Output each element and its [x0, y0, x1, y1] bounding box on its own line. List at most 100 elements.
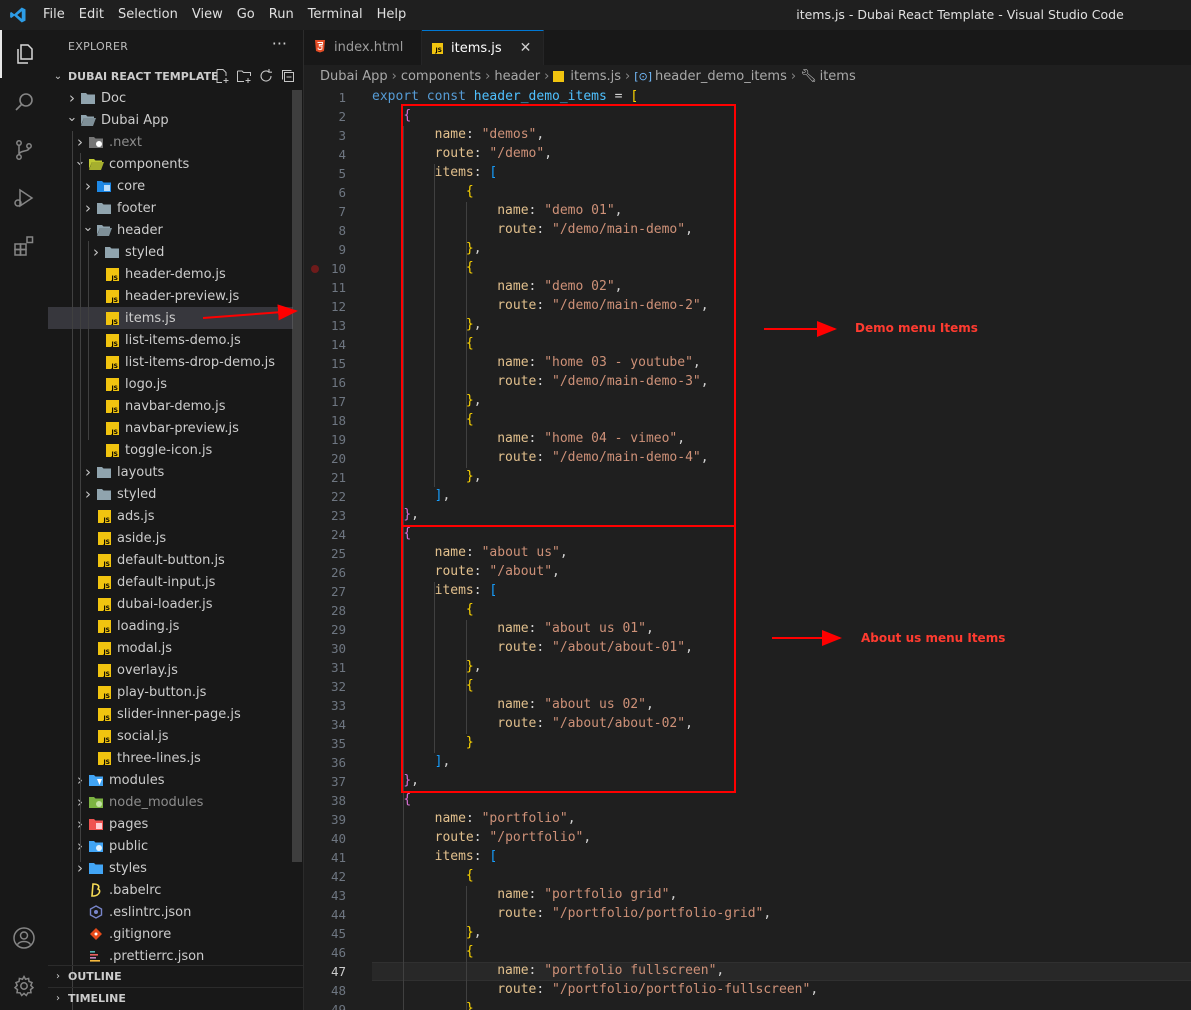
new-folder-icon[interactable]: [236, 68, 252, 88]
sidebar-scrollbar[interactable]: [292, 90, 302, 862]
tree-item[interactable]: ›footer: [48, 197, 293, 219]
code-token: :: [536, 716, 553, 731]
menu-item-file[interactable]: File: [43, 7, 65, 22]
tree-item-label: list-items-drop-demo.js: [125, 354, 275, 370]
js-file-icon: JS: [96, 530, 112, 546]
project-header[interactable]: ⌄ DUBAI REACT TEMPLATE: [48, 65, 303, 88]
tree-item[interactable]: .babelrc: [48, 879, 293, 901]
tab-index-html[interactable]: index.html: [304, 30, 422, 65]
tree-item[interactable]: ⌄components: [48, 153, 293, 175]
refresh-icon[interactable]: [258, 68, 274, 88]
tree-item[interactable]: ›Doc: [48, 87, 293, 109]
line-number: 38: [330, 793, 346, 808]
tree-item[interactable]: ›node_modules: [48, 791, 293, 813]
tree-item[interactable]: ›styled: [48, 241, 293, 263]
menu-item-go[interactable]: Go: [236, 7, 255, 22]
new-file-icon[interactable]: [214, 68, 230, 88]
line-number: 49: [330, 1002, 346, 1010]
timeline-section[interactable]: › TIMELINE: [48, 987, 303, 1009]
tree-item[interactable]: ›styles: [48, 857, 293, 879]
tree-item[interactable]: ›public: [48, 835, 293, 857]
tree-item[interactable]: ›styled: [48, 483, 293, 505]
tab-items-js[interactable]: JS items.js ✕: [422, 30, 544, 65]
breakpoint-dot-icon[interactable]: [311, 265, 319, 273]
menu-item-help[interactable]: Help: [376, 7, 407, 22]
js-file-icon: JS: [104, 288, 120, 304]
menu-item-view[interactable]: View: [191, 7, 223, 22]
code-token: name: [497, 621, 529, 636]
code-token: [372, 925, 466, 940]
code-token: :: [473, 564, 490, 579]
source-control-icon[interactable]: [0, 126, 48, 174]
code-line: route: "/portfolio/portfolio-grid",: [372, 906, 771, 921]
run-debug-icon[interactable]: [0, 174, 48, 222]
js-file-icon: JS: [96, 706, 112, 722]
menu-item-run[interactable]: Run: [268, 7, 294, 22]
svg-text:JS: JS: [102, 737, 110, 743]
menu-item-edit[interactable]: Edit: [78, 7, 104, 22]
tree-item[interactable]: .eslintrc.json: [48, 901, 293, 923]
tree-item[interactable]: ›pages: [48, 813, 293, 835]
tree-item[interactable]: ⌄Dubai App: [48, 109, 293, 131]
code-token: {: [465, 184, 474, 199]
menu-item-terminal[interactable]: Terminal: [307, 7, 363, 22]
tree-item-label: footer: [117, 200, 156, 216]
breadcrumb-item[interactable]: header_demo_items: [655, 68, 787, 84]
outline-section[interactable]: › OUTLINE: [48, 965, 303, 987]
tree-item[interactable]: ⌄header: [48, 219, 293, 241]
more-actions-icon[interactable]: ···: [271, 34, 287, 53]
code-line: {: [372, 602, 474, 617]
code-token: [: [489, 849, 498, 864]
breadcrumb-item[interactable]: items: [819, 68, 856, 84]
activity-bar: [0, 30, 48, 1010]
account-icon[interactable]: [0, 914, 48, 962]
explorer-icon[interactable]: [0, 30, 48, 78]
tree-item[interactable]: ›core: [48, 175, 293, 197]
collapse-all-icon[interactable]: [280, 68, 296, 88]
breadcrumb-item[interactable]: components: [400, 68, 482, 84]
breadcrumb-item[interactable]: Dubai App: [320, 68, 388, 84]
search-icon[interactable]: [0, 78, 48, 126]
menu-item-selection[interactable]: Selection: [117, 7, 178, 22]
code-token: :: [536, 222, 553, 237]
breadcrumb-item[interactable]: items.js: [570, 68, 622, 84]
tree-item[interactable]: ›layouts: [48, 461, 293, 483]
code-token: "about us 01": [544, 621, 646, 636]
extensions-icon[interactable]: [0, 222, 48, 270]
settings-gear-icon[interactable]: [0, 962, 48, 1010]
code-token: ]: [434, 754, 443, 769]
breadcrumb-item[interactable]: header: [494, 68, 541, 84]
code-token: :: [473, 849, 490, 864]
line-number: 26: [330, 565, 346, 580]
close-icon[interactable]: ✕: [519, 40, 532, 56]
code-token: "/about/about-01": [552, 640, 686, 655]
code-token: ,: [685, 222, 693, 237]
tree-item[interactable]: .gitignore: [48, 923, 293, 945]
tree-item[interactable]: ›.next: [48, 131, 293, 153]
tree-item[interactable]: ›modules: [48, 769, 293, 791]
tree-item[interactable]: .prettierrc.json: [48, 945, 293, 967]
code-token: "/demo/main-demo": [552, 222, 686, 237]
